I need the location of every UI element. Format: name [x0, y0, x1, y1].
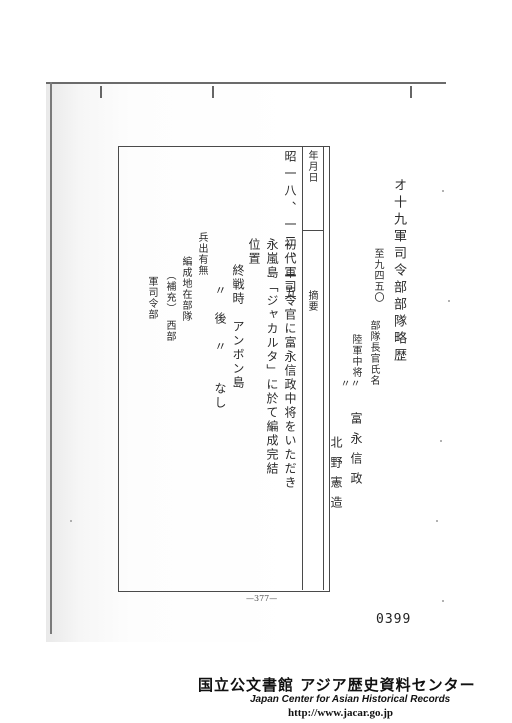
- archive-name-english: Japan Center for Asian Historical Record…: [250, 694, 451, 705]
- document-sheet: [46, 82, 466, 642]
- page-number: 0399: [376, 612, 412, 627]
- commander-label: 部隊長官氏名: [368, 320, 379, 386]
- edge-tick: [410, 86, 412, 98]
- edge-tick: [100, 86, 102, 98]
- column-header-date: 年月日: [306, 150, 317, 183]
- after-war-location: 〃 後 〃 なし: [213, 284, 227, 410]
- document-title: オ十九軍司令部部隊略歴: [391, 178, 406, 365]
- scan-speck: [440, 440, 442, 442]
- table-row-divider: [302, 230, 323, 231]
- table-column-divider: [302, 146, 303, 590]
- ditto-mark: 〃: [348, 378, 359, 389]
- document-subtitle: 至九四五〇: [372, 248, 383, 303]
- commander-rank: 陸軍中将: [350, 334, 361, 378]
- sheet-top-edge: [46, 82, 446, 84]
- archive-name-japanese: 国立公文書館 アジア歴史資料センター: [198, 676, 476, 694]
- table-column-divider: [323, 146, 324, 590]
- scan-speck: [448, 300, 450, 302]
- archive-url-link[interactable]: http://www.jacar.go.jp: [288, 707, 394, 719]
- sheet-left-edge: [50, 82, 52, 634]
- column-header-remarks: 摘要: [306, 290, 317, 312]
- scan-speck: [70, 520, 72, 522]
- ditto-mark: 〃: [338, 378, 349, 389]
- commander-name: 富永信政: [349, 412, 363, 492]
- sheet-footer-number: —377—: [246, 594, 278, 603]
- scan-speck: [436, 520, 438, 522]
- second-officer-name: 北野憲造: [329, 436, 343, 516]
- body-line-2: 永嵐島「ジャカルタ」に於て編成完結: [265, 238, 279, 476]
- unit-line-3: 軍司令部: [146, 276, 157, 320]
- scan-speck: [442, 600, 444, 602]
- edge-tick: [212, 86, 214, 98]
- unit-line-1: 編成地在部隊: [180, 256, 191, 322]
- body-line-1: 初代軍司令官に富永信政中将をいただき: [283, 238, 297, 490]
- scan-speck: [442, 190, 444, 192]
- end-war-location: 終戦時 アンボン島: [231, 264, 245, 390]
- record-table-frame: [118, 146, 330, 592]
- units-label: 兵出有無: [196, 232, 207, 276]
- record-date: 昭一八、一二、一五: [283, 150, 297, 303]
- position-label: 位置: [247, 238, 261, 266]
- unit-line-2: （補充） 西部: [164, 270, 175, 342]
